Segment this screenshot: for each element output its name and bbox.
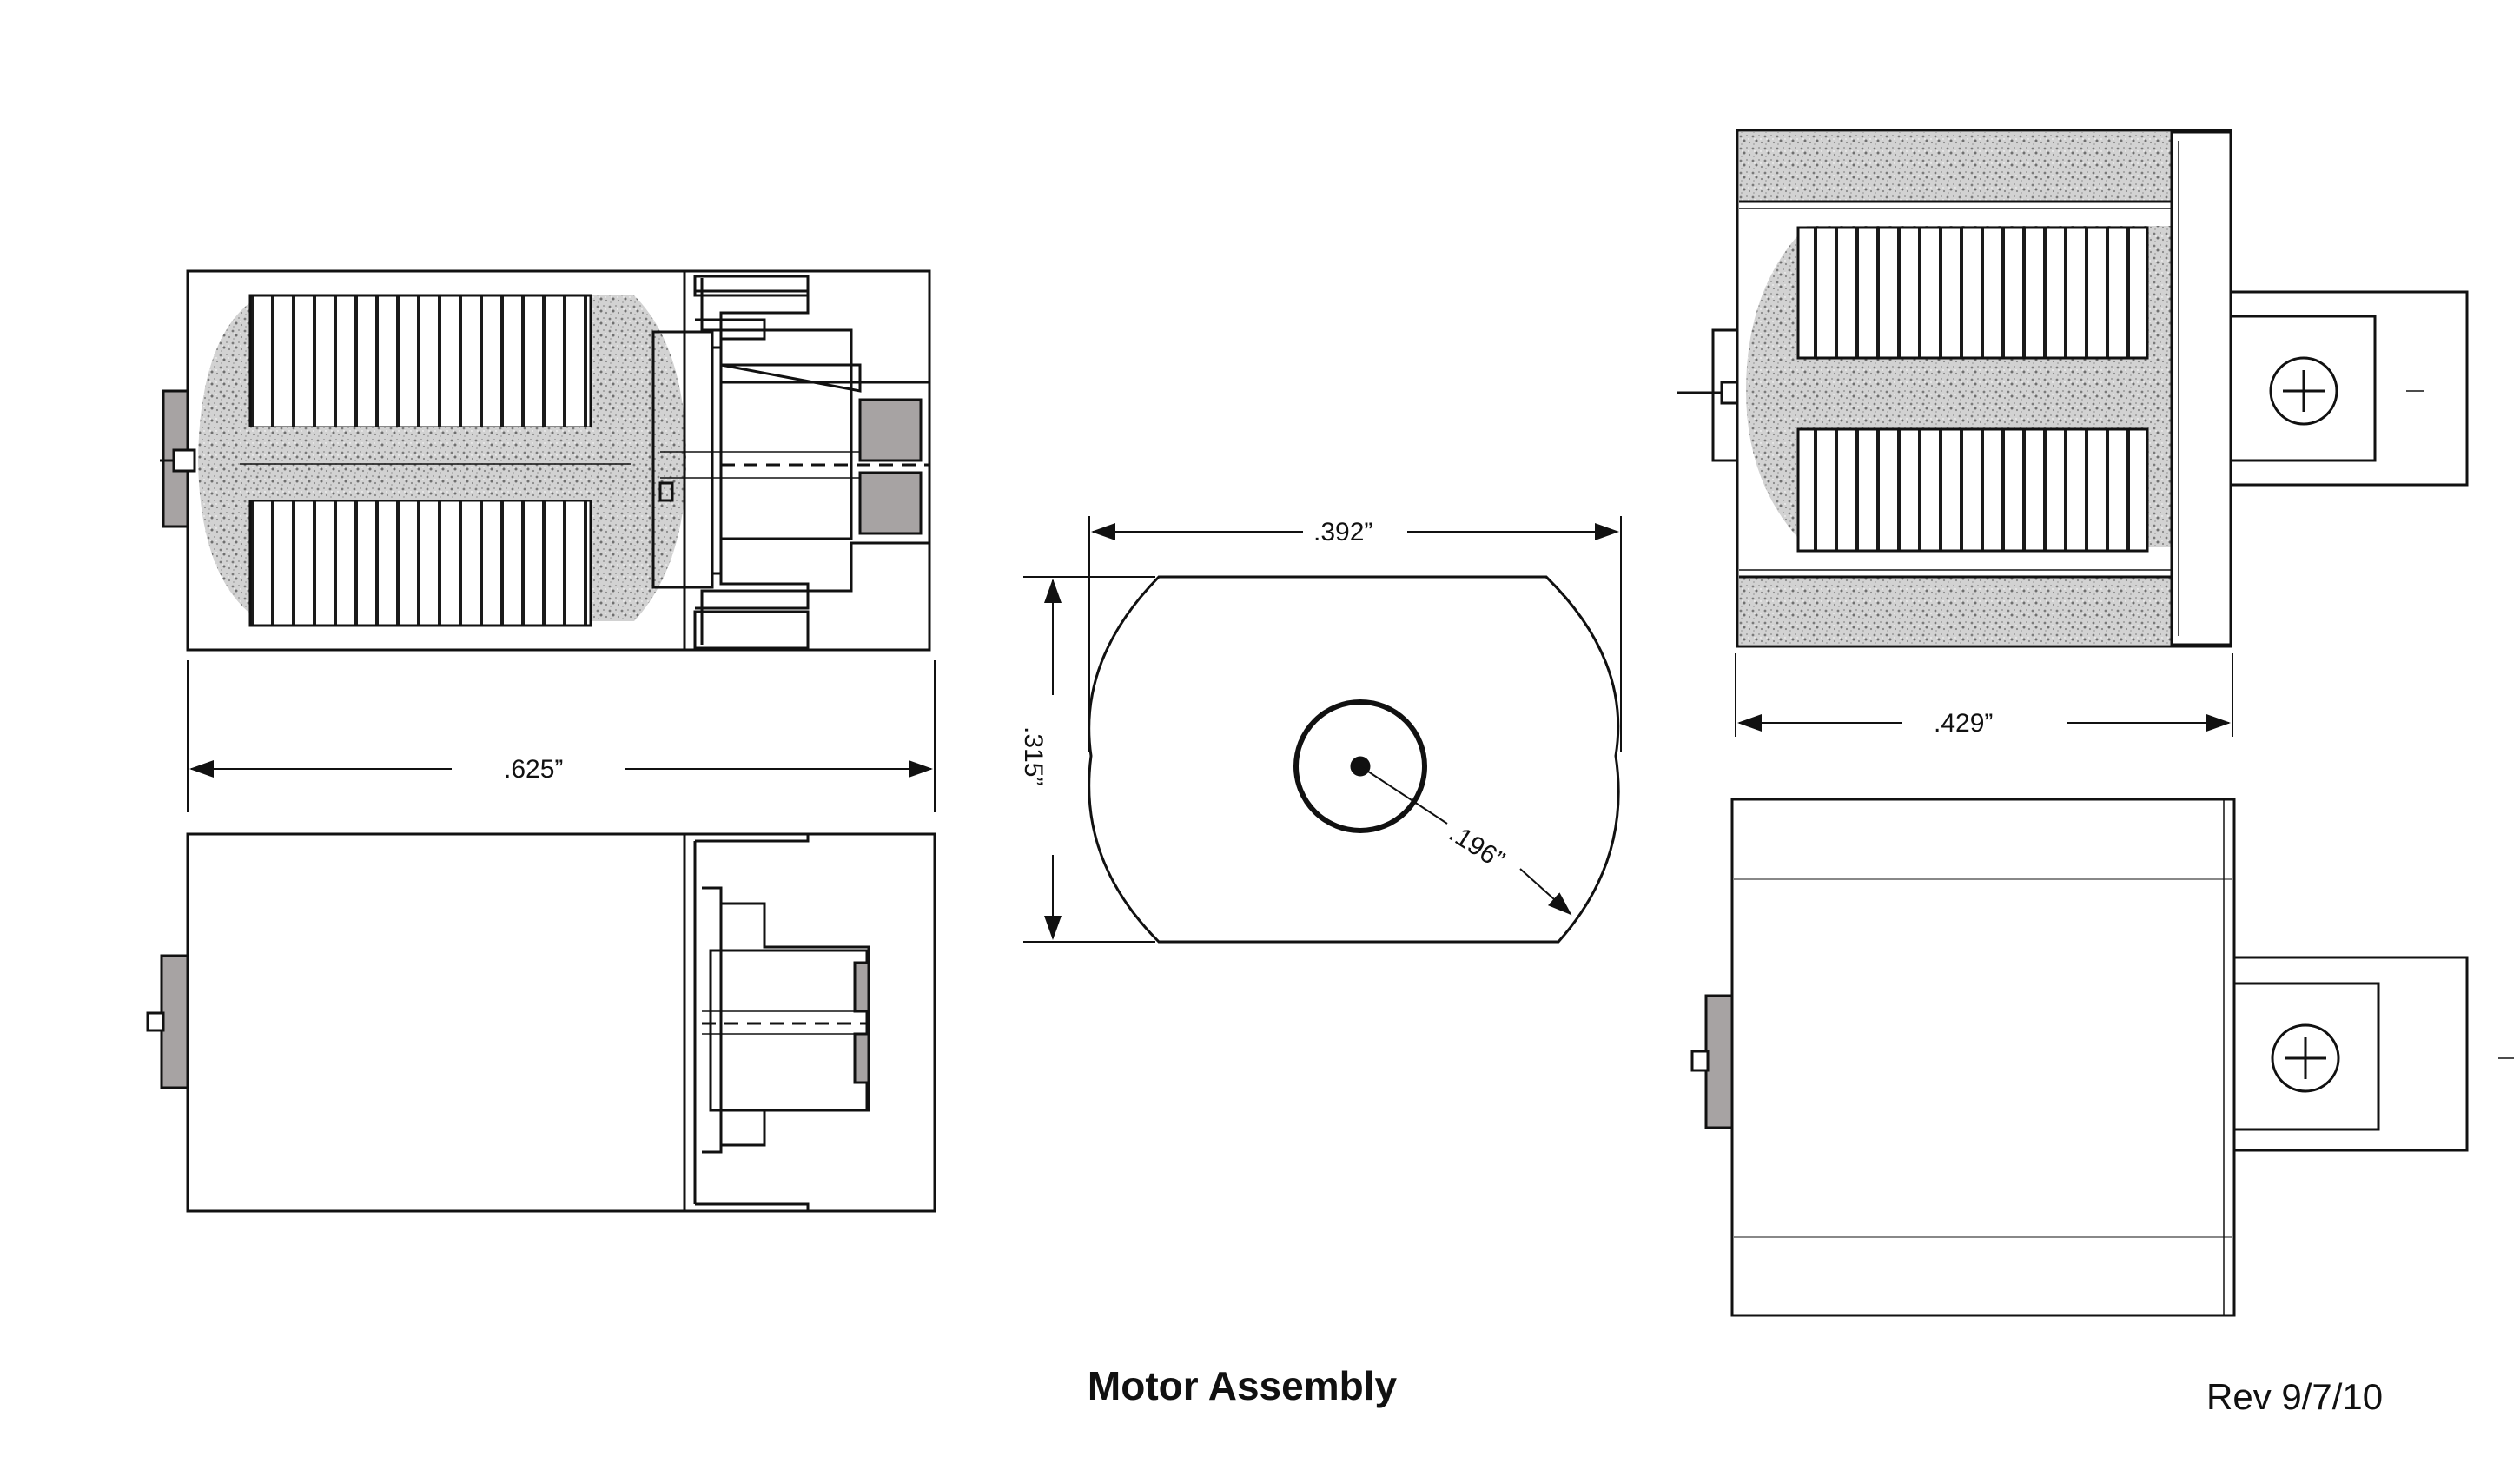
drawing-title: Motor Assembly	[1087, 1363, 1398, 1408]
dimension-label-side-length: .429”	[1934, 709, 1993, 738]
cutaway-view-top-right	[1677, 129, 2469, 648]
dimension-label-overall-length: .625”	[504, 755, 563, 784]
revision-label: Rev 9/7/10	[2206, 1376, 2384, 1417]
end-view-center	[1023, 516, 1622, 944]
side-view-bottom-left	[146, 832, 936, 1213]
section-view-top-left	[160, 269, 931, 652]
dimension-label-width: .392”	[1313, 518, 1372, 546]
dimension-side-length	[1735, 653, 2233, 737]
dimension-label-height: .315”	[1019, 726, 1048, 785]
exterior-view-bottom-right	[1690, 798, 2514, 1317]
dimension-overall-length	[187, 660, 936, 812]
